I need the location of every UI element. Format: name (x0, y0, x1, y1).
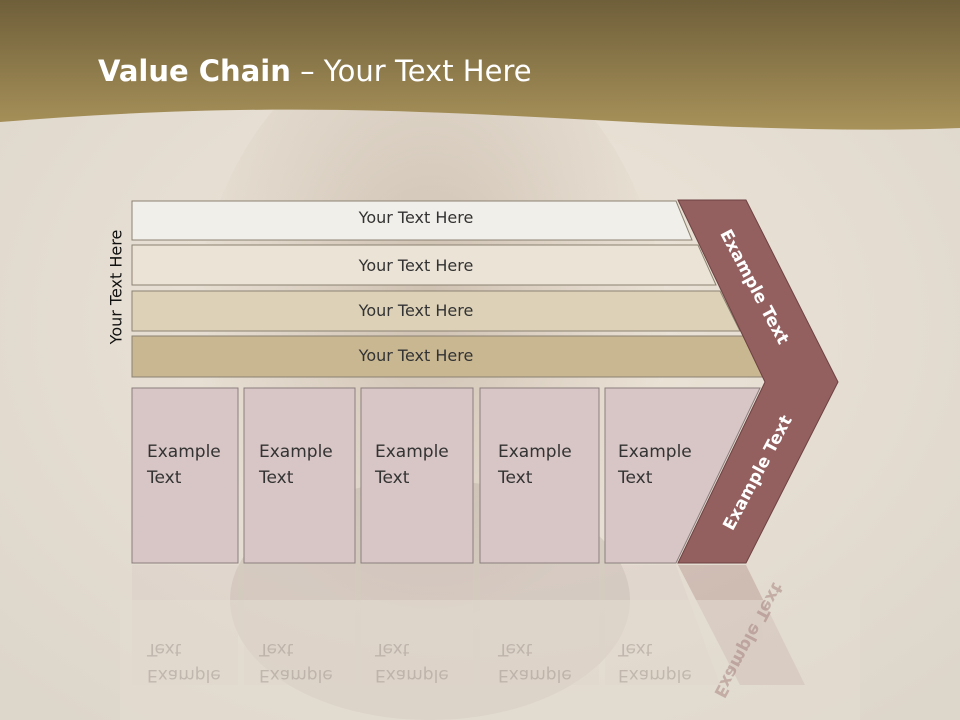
bar-shape-3 (131, 290, 741, 332)
box-label-2: Example Text (259, 442, 333, 488)
box-shape-4 (479, 387, 600, 564)
box-reflection-3: Example Text (375, 639, 449, 685)
box-shape-2 (243, 387, 356, 564)
bar-shape-2 (131, 244, 717, 286)
box-label-3: Example Text (375, 442, 449, 488)
box-shape-5 (604, 387, 761, 564)
box-reflection-5: Example Text (618, 639, 692, 685)
title-banner (0, 0, 960, 130)
bar-label-2: Your Text Here (358, 256, 474, 275)
title-bold: Value Chain (98, 54, 291, 88)
page-title: Value Chain – Your Text Here (98, 54, 532, 88)
box-reflection-2: Example Text (259, 639, 333, 685)
bar-label-3: Your Text Here (358, 301, 474, 320)
side-label: Your Text Here (106, 229, 126, 345)
bar-shape-1 (131, 200, 693, 241)
box-reflection-4: Example Text (498, 639, 572, 685)
box-shape-3 (360, 387, 474, 564)
bar-label-4: Your Text Here (358, 346, 474, 365)
box-label-1: Example Text (147, 442, 221, 488)
title-rest: – Your Text Here (290, 54, 532, 88)
box-shape-1 (131, 387, 239, 564)
chevron-arrow (677, 199, 839, 564)
box-label-5: Example Text (618, 442, 692, 488)
bar-label-1: Your Text Here (358, 208, 474, 227)
box-reflection-1: Example Text (147, 639, 221, 685)
box-label-4: Example Text (498, 442, 572, 488)
